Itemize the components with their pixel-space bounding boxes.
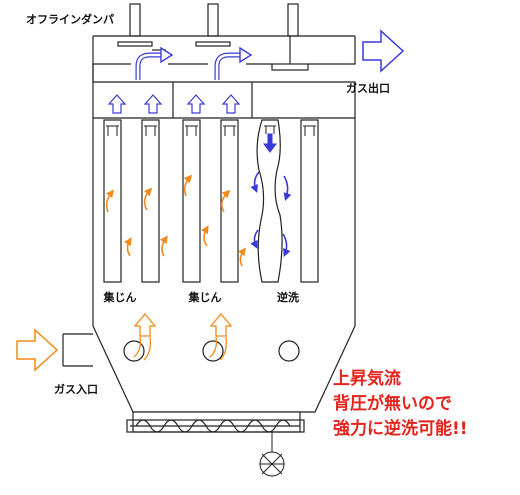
reverse-flow-arrows xyxy=(250,171,292,257)
offline-dampers xyxy=(117,41,231,47)
chamber-label-3: 逆洗 xyxy=(277,290,299,304)
collect-flow-arrows xyxy=(105,174,246,267)
chamber-label-1: 集じん xyxy=(103,290,137,304)
outlet-flow-arrows xyxy=(135,52,241,80)
hopper-openings xyxy=(123,340,300,362)
damper-stems xyxy=(129,3,299,37)
screw-conveyor xyxy=(126,411,305,433)
note-line-1: 上昇気流 xyxy=(333,368,401,389)
gas-outlet-label: ガス出口 xyxy=(346,81,390,95)
fan-icon xyxy=(259,432,285,477)
gas-inlet-arrow xyxy=(16,328,59,372)
chamber-label-2: 集じん xyxy=(188,290,222,304)
tube-sheet-box xyxy=(92,64,356,119)
offline-damper-label: オフラインダンパ xyxy=(26,12,114,26)
gas-outlet-arrow xyxy=(362,29,405,73)
inlet-rise-arrows xyxy=(133,312,233,337)
gas-inlet-label: ガス入口 xyxy=(54,382,98,396)
filter-bag-collapsed xyxy=(256,119,283,283)
note-line-3: 強力に逆洗可能!! xyxy=(333,418,468,439)
reverse-air-arrow xyxy=(263,133,277,153)
clean-gas-arrows xyxy=(107,94,241,114)
gas-inlet-duct xyxy=(62,333,93,367)
filter-bags xyxy=(103,119,319,283)
note-line-2: 背圧が無いので xyxy=(333,393,452,414)
bag-cages xyxy=(106,125,316,136)
